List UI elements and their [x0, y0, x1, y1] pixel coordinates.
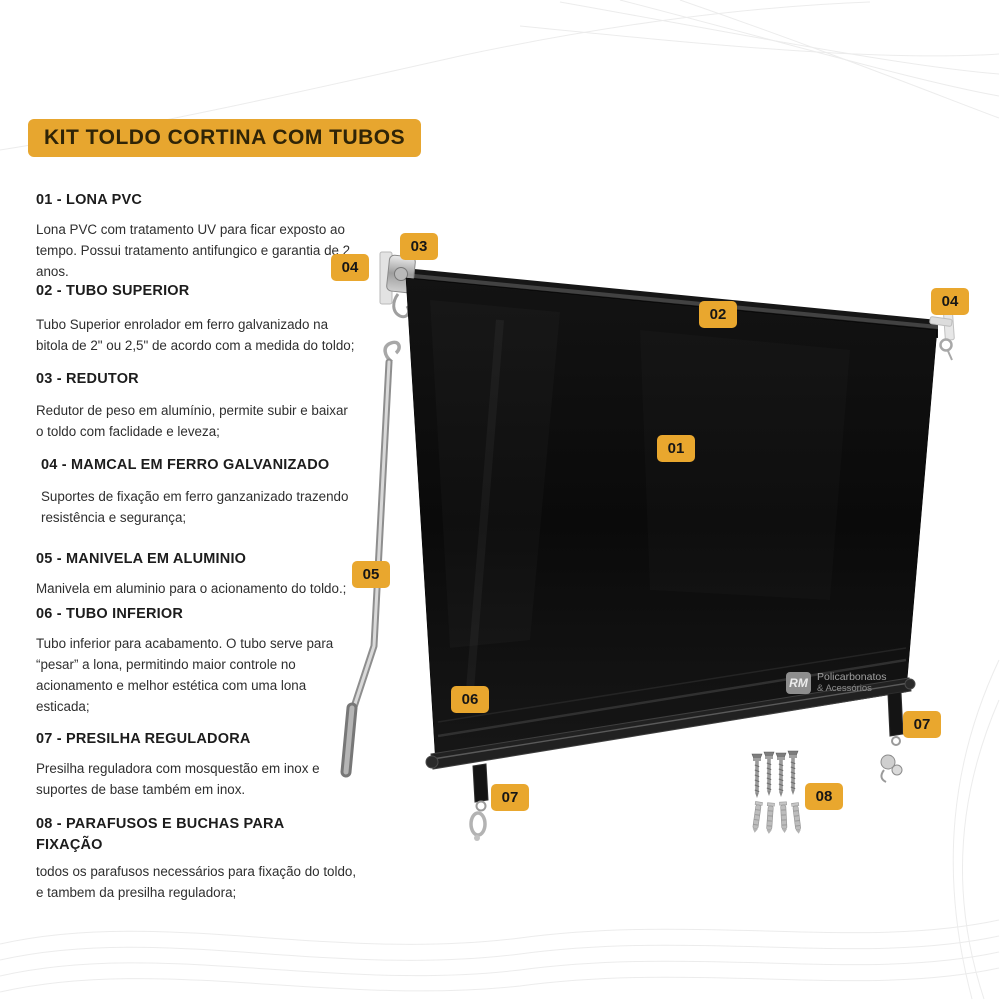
feature-item-02: 02 - TUBO SUPERIOR Tubo Superior enrolad… — [36, 281, 358, 357]
number-badge-07-left: 07 — [491, 784, 529, 811]
feature-heading: 01 - LONA PVC — [36, 192, 142, 208]
brand-logo: RM — [786, 672, 811, 694]
right-strap-pulley — [880, 691, 904, 783]
crank-handle — [340, 340, 401, 778]
feature-body: Tubo Superior enrolador em ferro galvani… — [36, 317, 355, 353]
feature-item-01: 01 - LONA PVC Lona PVC com tratamento UV… — [36, 190, 358, 283]
number-badge-02: 02 — [699, 301, 737, 328]
number-badge-04-left: 04 — [331, 254, 369, 281]
brand-name: Policarbonatos — [817, 671, 887, 683]
feature-body: Presilha reguladora com mosquestão em in… — [36, 761, 320, 797]
feature-body: Suportes de fixação em ferro ganzanizado… — [41, 489, 349, 525]
feature-heading: 03 - REDUTOR — [36, 371, 139, 387]
feature-heading: 08 - PARAFUSOS E BUCHAS PARA FIXAÇÃO — [36, 816, 284, 854]
feature-item-03: 03 - REDUTOR Redutor de peso em alumínio… — [36, 369, 358, 443]
feature-heading: 04 - MAMCAL EM FERRO GALVANIZADO — [41, 457, 330, 473]
number-badge-01: 01 — [657, 435, 695, 462]
feature-item-04: 04 - MAMCAL EM FERRO GALVANIZADO Suporte… — [36, 455, 363, 529]
number-badge-08: 08 — [805, 783, 843, 810]
feature-item-07: 07 - PRESILHA REGULADORA Presilha regula… — [36, 729, 358, 801]
feature-item-08: 08 - PARAFUSOS E BUCHAS PARA FIXAÇÃO tod… — [36, 814, 358, 904]
feature-heading: 05 - MANIVELA EM ALUMINIO — [36, 551, 247, 567]
left-strap-carabiner — [469, 763, 489, 841]
feature-heading: 06 - TUBO INFERIOR — [36, 606, 183, 622]
feature-body: Redutor de peso em alumínio, permite sub… — [36, 403, 348, 439]
wall-plugs-set — [750, 801, 803, 835]
number-badge-06: 06 — [451, 686, 489, 713]
brand-subtitle: & Acessórios — [817, 682, 872, 694]
brand-text: Policarbonatos & Acessórios — [817, 671, 887, 694]
number-badge-05: 05 — [352, 561, 390, 588]
feature-body: Lona PVC com tratamento UV para ficar ex… — [36, 222, 351, 279]
feature-body: todos os parafusos necessários para fixa… — [36, 864, 357, 900]
number-badge-04-right: 04 — [931, 288, 969, 315]
feature-heading: 07 - PRESILHA REGULADORA — [36, 731, 251, 747]
screws-set — [751, 750, 799, 799]
feature-heading: 02 - TUBO SUPERIOR — [36, 283, 190, 299]
feature-item-05: 05 - MANIVELA EM ALUMINIO Manivela em al… — [36, 549, 358, 600]
page-title: KIT TOLDO CORTINA COM TUBOS — [28, 119, 422, 157]
bottom-tube — [425, 677, 916, 770]
feature-body: Manivela em aluminio para o acionamento … — [36, 581, 347, 597]
feature-body: Tubo inferior para acabamento. O tubo se… — [36, 636, 334, 714]
number-badge-03: 03 — [400, 233, 438, 260]
number-badge-07-right: 07 — [903, 711, 941, 738]
feature-item-06: 06 - TUBO INFERIOR Tubo inferior para ac… — [36, 604, 358, 718]
brand-watermark: RM Policarbonatos & Acessórios — [786, 671, 887, 694]
